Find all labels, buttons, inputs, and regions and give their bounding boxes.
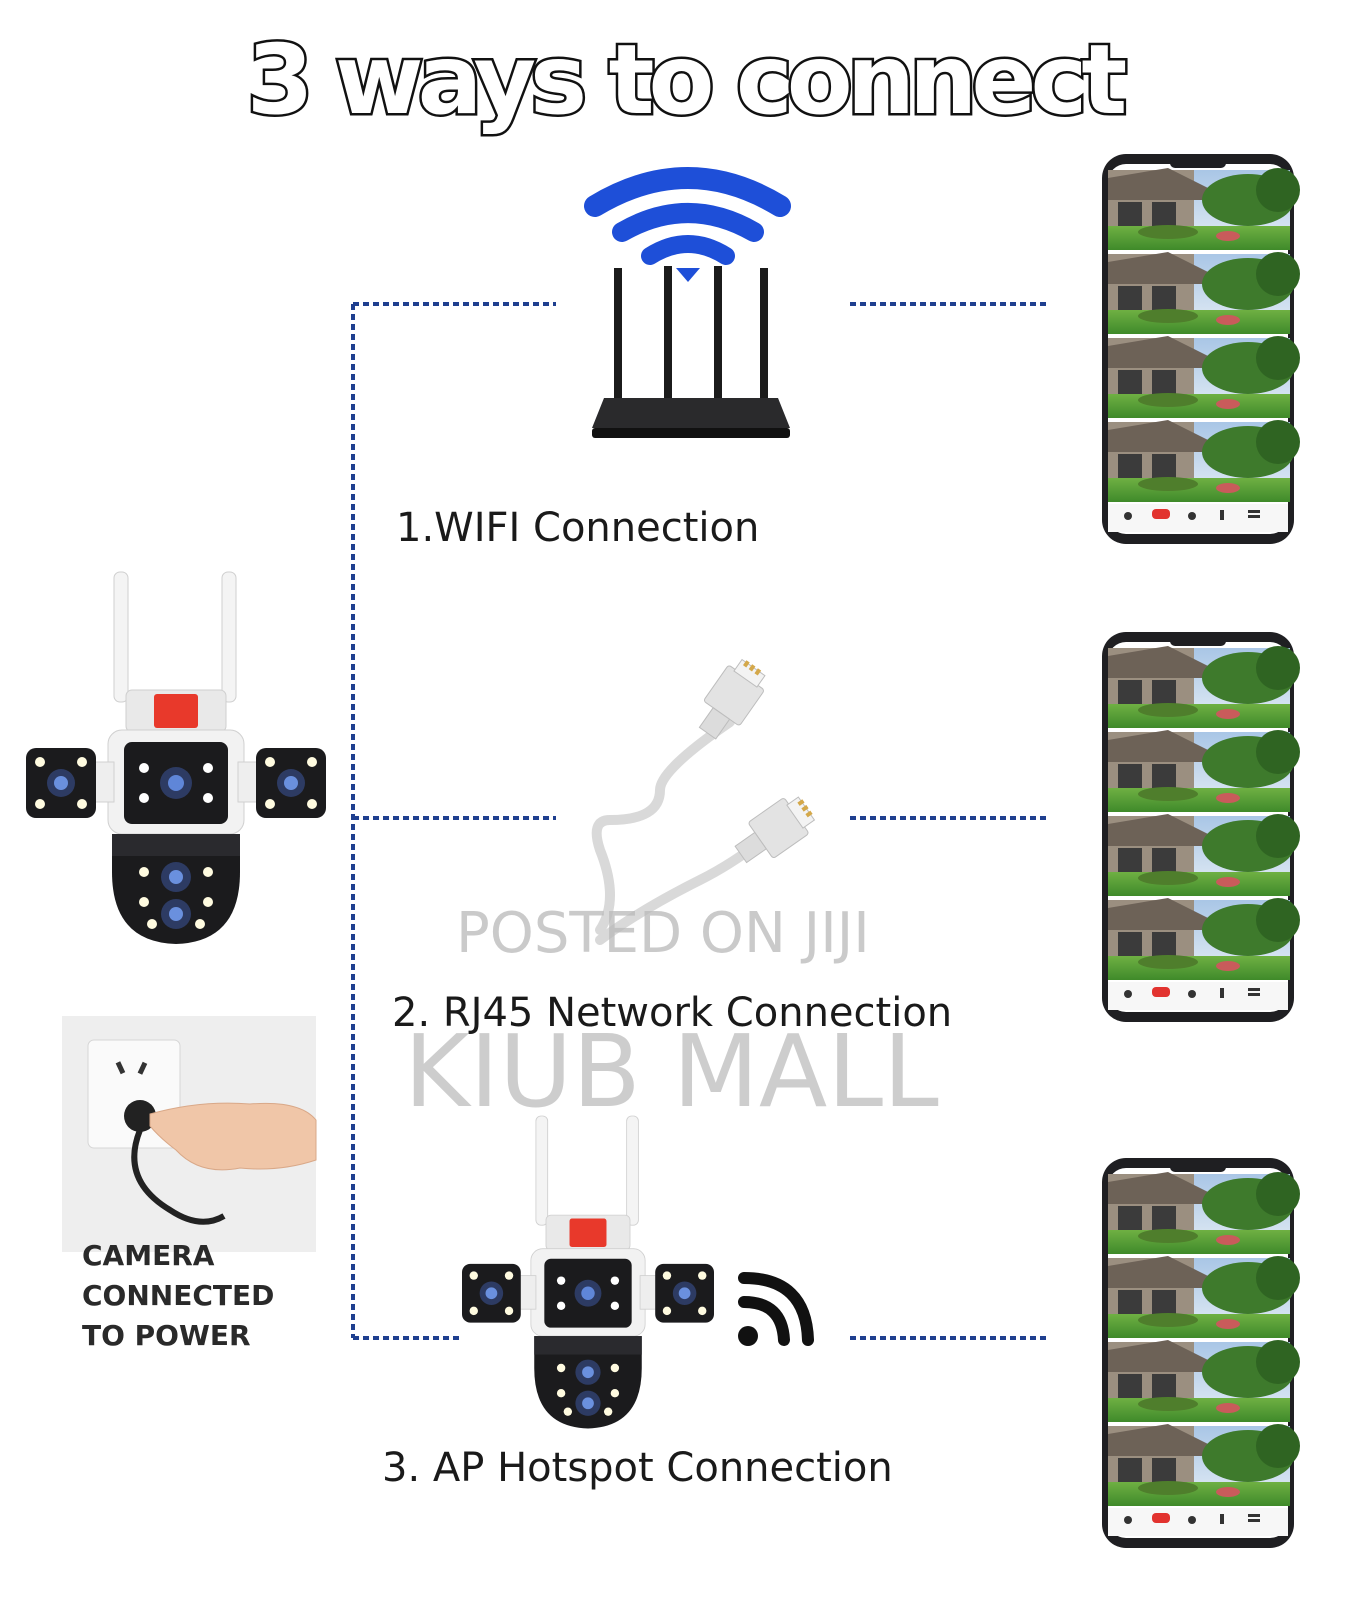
label-wifi-connection: 1.WIFI Connection <box>396 505 760 551</box>
wifi-router-icon <box>584 167 791 438</box>
label-rj45-connection: 2. RJ45 Network Connection <box>392 990 953 1036</box>
camera-hotspot-icon <box>461 1115 715 1429</box>
ethernet-cable-icon <box>591 658 816 945</box>
phone-preview-rj45 <box>1102 632 1300 1022</box>
power-caption: CAMERA CONNECTED TO POWER <box>82 1236 342 1356</box>
hotspot-signal-icon <box>738 1272 814 1346</box>
label-ap-hotspot-connection: 3. AP Hotspot Connection <box>382 1445 893 1491</box>
phone-preview-ap <box>1102 1158 1300 1548</box>
power-caption-line-2: CONNECTED <box>82 1279 275 1312</box>
page-title: 3 ways to connect <box>244 24 1130 136</box>
power-caption-line-3: TO POWER <box>82 1319 251 1352</box>
connector-lines <box>351 302 1046 1340</box>
camera-main-icon <box>25 571 327 945</box>
phone-preview-wifi <box>1102 154 1300 544</box>
watermark-store-name: KIUB MALL <box>404 1013 939 1130</box>
power-caption-line-1: CAMERA <box>82 1239 215 1272</box>
watermark-posted-on: POSTED ON JIJI <box>456 901 870 966</box>
power-plug-photo <box>62 1016 317 1252</box>
